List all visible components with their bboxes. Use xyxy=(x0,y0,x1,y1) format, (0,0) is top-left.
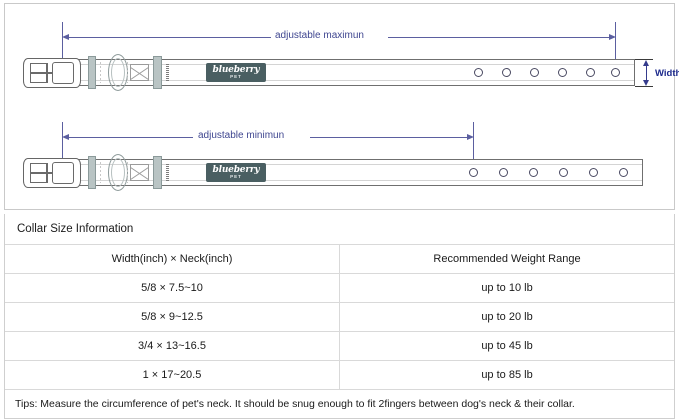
dim-leader-left-max xyxy=(62,22,63,84)
strap-hole xyxy=(499,168,508,177)
table-header-row: Width(inch) × Neck(inch) Recommended Wei… xyxy=(5,244,674,274)
strap-hole xyxy=(619,168,628,177)
dim-leader-left-min xyxy=(62,122,63,184)
cell-size: 3/4 × 13~16.5 xyxy=(5,331,340,361)
strap-body-min xyxy=(25,159,643,186)
table-row: 1 × 17~20.5 up to 85 lb xyxy=(5,360,674,390)
dim-line-left-max xyxy=(65,37,271,38)
brand-name-max: blueberry xyxy=(212,64,260,75)
stitch-marks-max xyxy=(166,64,169,81)
buckle-crossbar-max xyxy=(30,72,54,74)
column-header-weight: Recommended Weight Range xyxy=(339,244,674,274)
width-tick-bottom xyxy=(635,86,653,87)
dim-arrowhead-right-max xyxy=(609,34,616,40)
keeper-loop-1-max xyxy=(88,56,96,89)
buckle-prong-max xyxy=(46,63,48,83)
fold-line-1-min xyxy=(100,162,101,183)
strap-hole xyxy=(530,68,539,77)
table-row: 3/4 × 13~16.5 up to 45 lb xyxy=(5,331,674,361)
fold-line-1-max xyxy=(100,62,101,83)
table-caption: Collar Size Information xyxy=(17,223,134,235)
brand-sub-max: PET xyxy=(230,73,242,79)
collar-diagram-min: adjustable minimun blueberry PET xyxy=(5,108,676,208)
dim-leader-right-max xyxy=(615,22,616,84)
column-header-size: Width(inch) × Neck(inch) xyxy=(5,244,340,274)
width-label: Width xyxy=(655,68,679,79)
buckle-tongue-min xyxy=(52,162,74,184)
d-ring-inner-max xyxy=(111,58,125,87)
width-arrowhead-down xyxy=(643,80,649,86)
collar-size-table: Collar Size Information Width(inch) × Ne… xyxy=(5,214,674,418)
buckle-prong-min xyxy=(46,163,48,183)
fold-line-2-max xyxy=(127,62,128,83)
buckle-tongue-max xyxy=(52,62,74,84)
keeper-loop-2-max xyxy=(153,56,162,89)
dim-arrowhead-left-max xyxy=(62,34,69,40)
cell-weight: up to 10 lb xyxy=(339,273,674,303)
strap-hole xyxy=(559,168,568,177)
keeper-loop-2-min xyxy=(153,156,162,189)
brand-tag-max: blueberry PET xyxy=(206,63,266,82)
strap-top-stitch-max xyxy=(26,64,634,65)
collar-size-table-wrap: Collar Size Information Width(inch) × Ne… xyxy=(4,214,675,419)
dim-label-min: adjustable minimun xyxy=(198,130,285,141)
cell-size: 5/8 × 9~12.5 xyxy=(5,302,340,332)
strap-hole xyxy=(469,168,478,177)
strap-top-stitch-min xyxy=(26,164,642,165)
width-tick-top xyxy=(635,59,653,60)
width-dim-line xyxy=(646,62,647,83)
cell-size: 5/8 × 7.5~10 xyxy=(5,273,340,303)
strap-hole xyxy=(611,68,620,77)
table-row: 5/8 × 9~12.5 up to 20 lb xyxy=(5,302,674,332)
strap-hole xyxy=(558,68,567,77)
stitch-box-min xyxy=(130,164,149,181)
d-ring-inner-min xyxy=(111,158,125,187)
keeper-loop-1-min xyxy=(88,156,96,189)
strap-hole xyxy=(586,68,595,77)
dim-label-max: adjustable maximun xyxy=(275,30,364,41)
cell-weight: up to 45 lb xyxy=(339,331,674,361)
stitch-marks-min xyxy=(166,164,169,181)
table-row: 5/8 × 7.5~10 up to 10 lb xyxy=(5,273,674,303)
strap-bottom-stitch-max xyxy=(26,80,634,81)
strap-hole xyxy=(529,168,538,177)
cell-size: 1 × 17~20.5 xyxy=(5,360,340,390)
cell-weight: up to 85 lb xyxy=(339,360,674,390)
strap-hole xyxy=(502,68,511,77)
fold-line-2-min xyxy=(127,162,128,183)
buckle-crossbar-min xyxy=(30,172,54,174)
strap-hole xyxy=(474,68,483,77)
brand-sub-min: PET xyxy=(230,173,242,179)
table-caption-row: Collar Size Information xyxy=(5,214,674,245)
dim-arrowhead-right-min xyxy=(467,134,474,140)
strap-bottom-stitch-min xyxy=(26,180,642,181)
cell-weight: up to 20 lb xyxy=(339,302,674,332)
strap-hole xyxy=(589,168,598,177)
dim-line-left-min xyxy=(65,137,193,138)
collar-diagram-max: adjustable maximun xyxy=(5,4,679,104)
dim-leader-right-min xyxy=(473,122,474,184)
brand-name-min: blueberry xyxy=(212,164,260,175)
width-arrowhead-up xyxy=(643,60,649,66)
dim-line-right-max xyxy=(388,37,612,38)
brand-tag-min: blueberry PET xyxy=(206,163,266,182)
dim-arrowhead-left-min xyxy=(62,134,69,140)
tips-text: Tips: Measure the circumference of pet's… xyxy=(5,389,674,418)
table-tips-row: Tips: Measure the circumference of pet's… xyxy=(5,389,674,418)
collar-diagram-panel: adjustable maximun xyxy=(4,3,679,210)
stitch-box-max xyxy=(130,64,149,81)
dim-line-right-min xyxy=(310,137,470,138)
